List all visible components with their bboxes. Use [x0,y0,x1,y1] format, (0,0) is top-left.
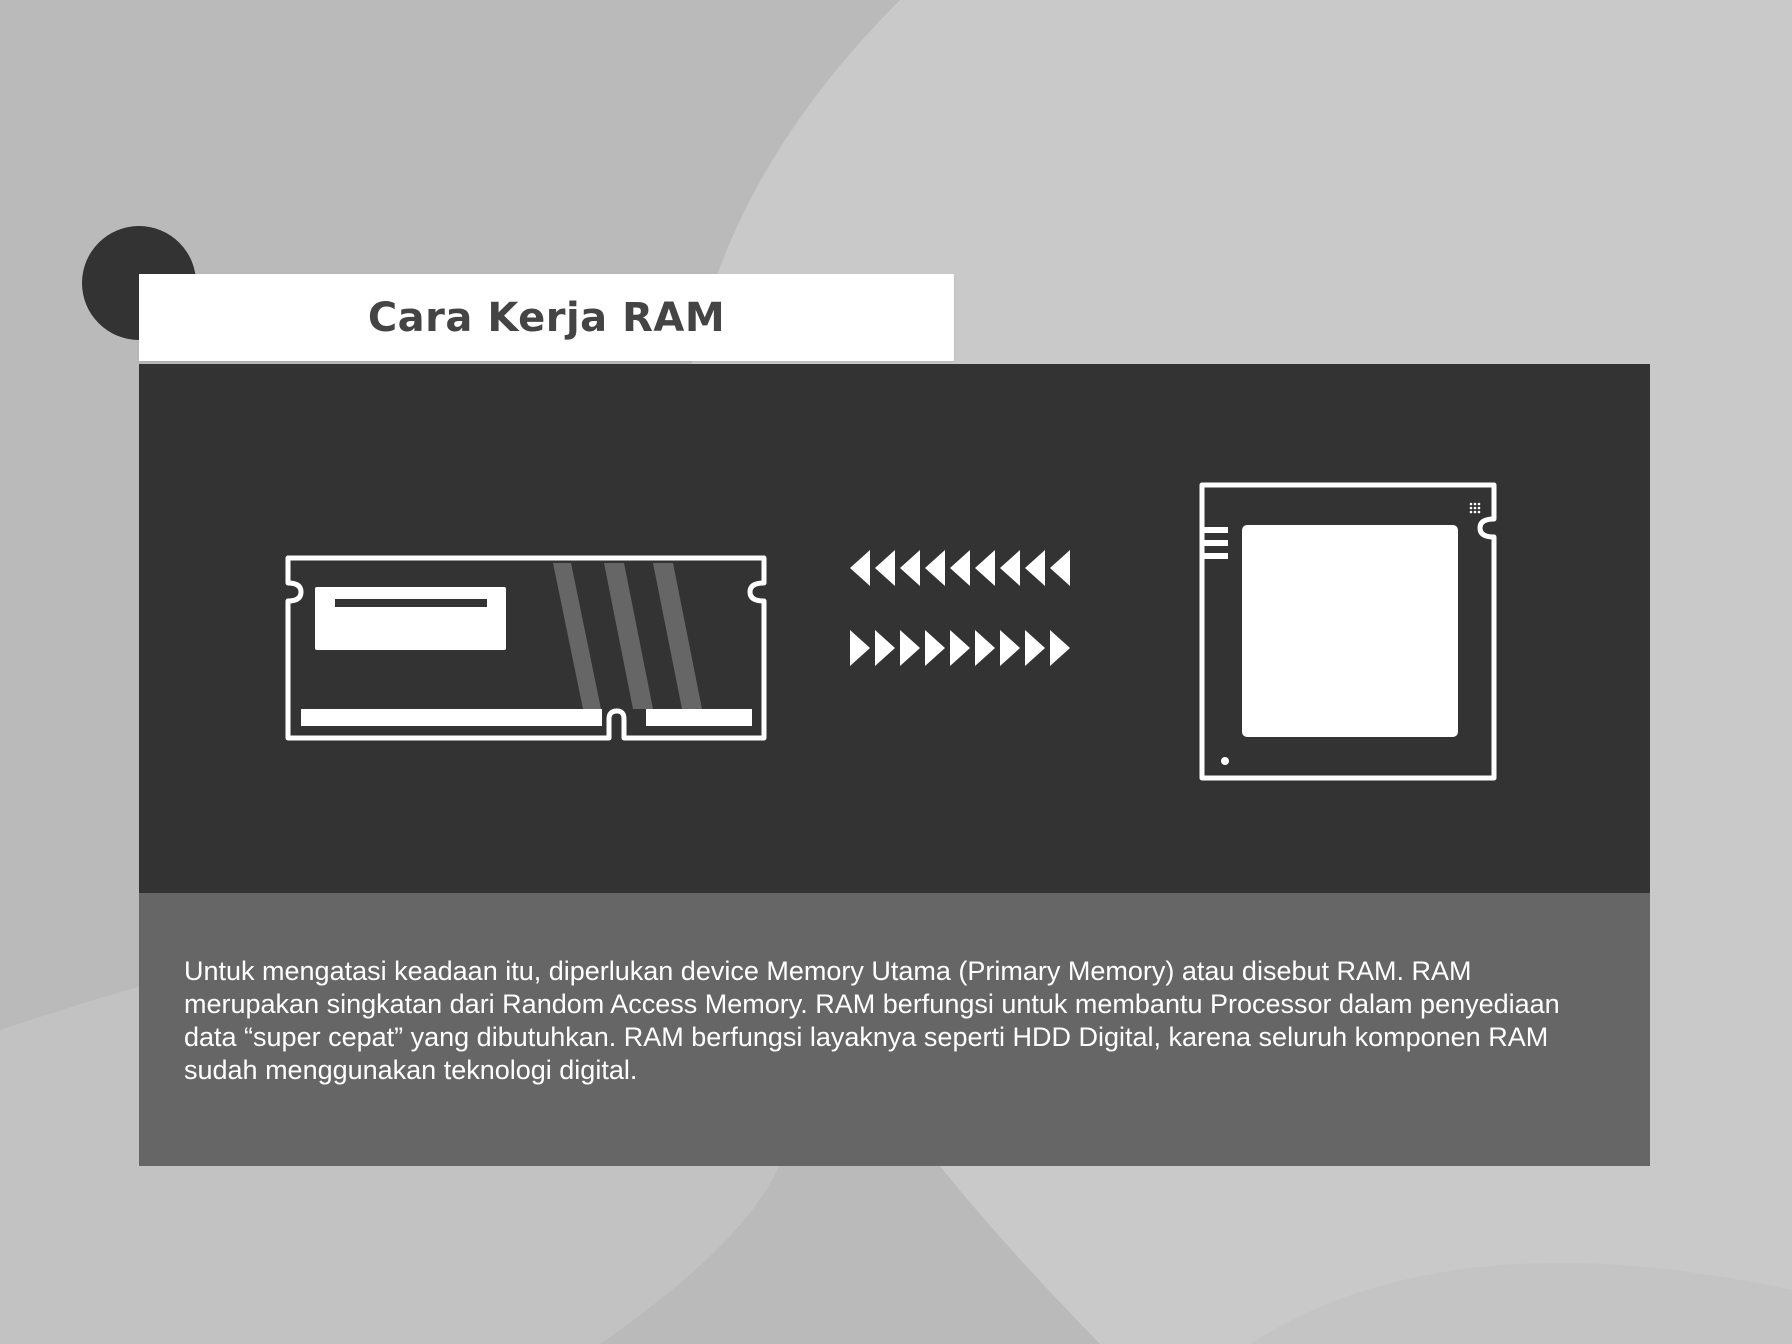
description-text: Untuk mengatasi keadaan itu, diperlukan … [184,956,1560,1085]
title-card: Cara Kerja RAM [139,274,954,361]
slide-title: Cara Kerja RAM [367,294,726,341]
ram-module-icon [285,555,767,741]
description-panel: Untuk mengatasi keadaan itu, diperlukan … [139,893,1650,1166]
illustration-panel [139,364,1650,893]
arrows-right-icon [850,630,1070,666]
illustration [285,482,1497,781]
arrows-left-icon [850,550,1070,586]
processor-chip-icon [1199,482,1497,781]
